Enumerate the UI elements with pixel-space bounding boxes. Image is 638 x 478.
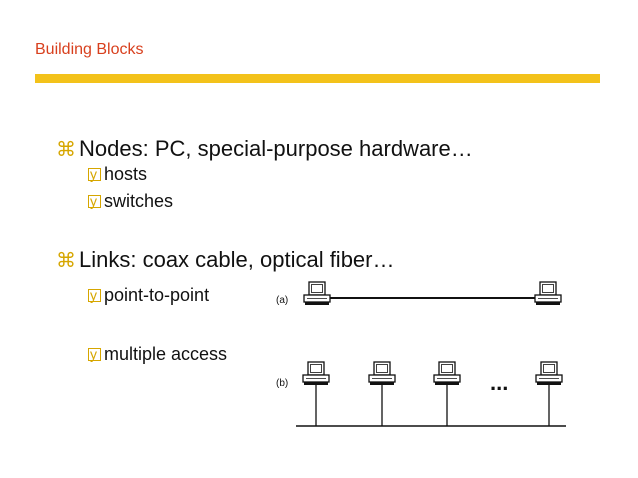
computer-icon xyxy=(303,281,331,306)
sub-bullet-point-to-point-text: point-to-point xyxy=(104,285,210,305)
checkbox-bullet-icon xyxy=(88,163,101,185)
computer-icon xyxy=(433,361,461,386)
diagram-label-a: (a) xyxy=(276,295,288,306)
checkbox-bullet-icon xyxy=(88,190,101,212)
command-bullet-icon: ⌘ xyxy=(56,250,76,272)
computer-icon xyxy=(535,361,563,386)
checkbox-bullet-icon xyxy=(88,284,101,306)
bullet-links: ⌘Links: coax cable, optical fiber… xyxy=(56,247,395,274)
bullet-links-text: Links: coax cable, optical fiber… xyxy=(79,247,395,272)
computer-icon xyxy=(302,361,330,386)
computer-icon xyxy=(534,281,562,306)
title-underline-bar xyxy=(35,74,600,83)
sub-bullet-multiple-access-text: multiple access xyxy=(104,344,228,364)
sub-bullet-switches-text: switches xyxy=(104,191,174,211)
more-nodes-ellipsis: ... xyxy=(490,370,508,395)
diagram-label-b: (b) xyxy=(276,378,288,389)
bullet-nodes-text: Nodes: PC, special-purpose hardware… xyxy=(79,136,473,161)
slide-title: Building Blocks xyxy=(35,41,144,58)
sub-bullet-hosts-text: hosts xyxy=(104,164,148,184)
sub-bullet-point-to-point: point-to-point xyxy=(88,284,209,306)
command-bullet-icon: ⌘ xyxy=(56,139,76,161)
sub-bullet-switches: switches xyxy=(88,190,173,212)
checkbox-bullet-icon xyxy=(88,343,101,365)
sub-bullet-multiple-access: multiple access xyxy=(88,343,227,365)
computer-icon xyxy=(368,361,396,386)
bullet-nodes: ⌘Nodes: PC, special-purpose hardware… xyxy=(56,136,473,163)
sub-bullet-hosts: hosts xyxy=(88,163,147,185)
